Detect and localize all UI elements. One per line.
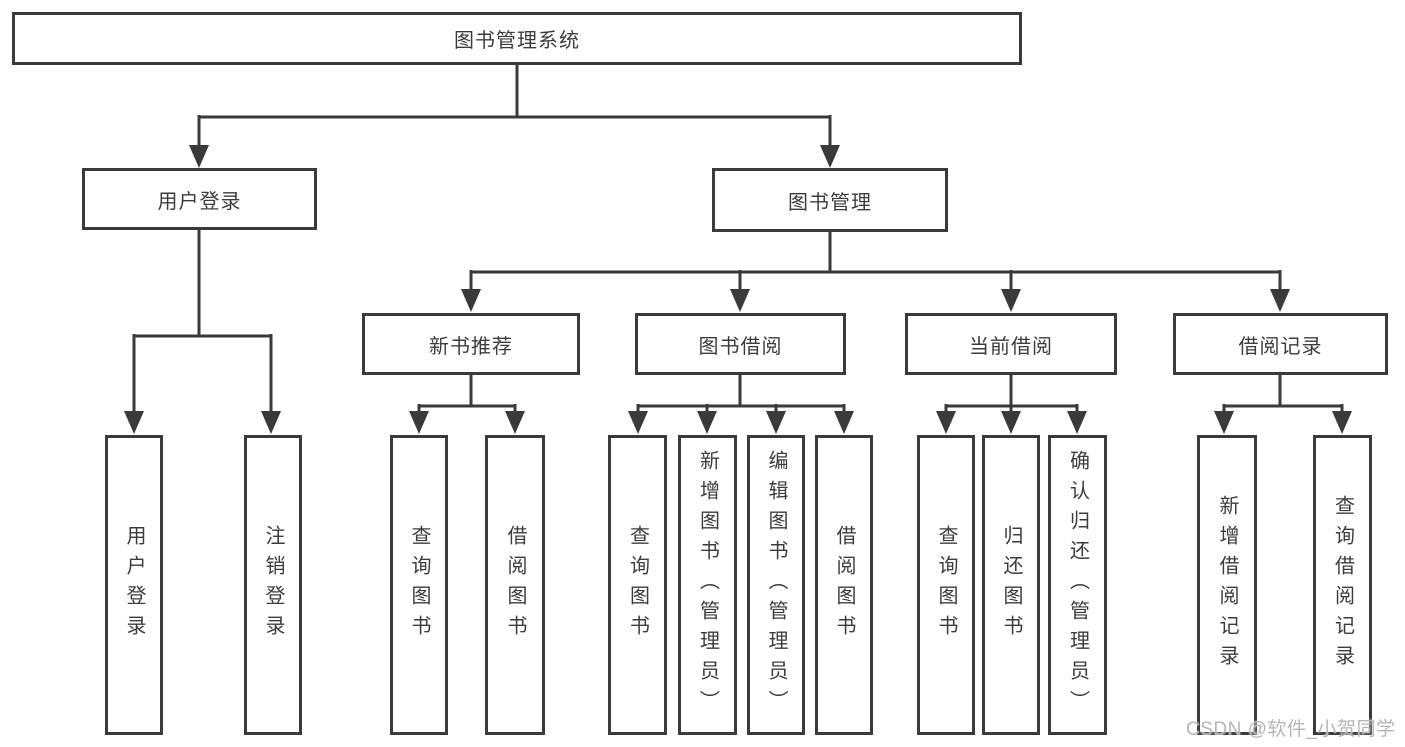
leaf-add-borrow-record: 新增借阅记录 bbox=[1197, 435, 1257, 735]
leaf-query-books-3: 查询图书 bbox=[917, 435, 975, 735]
connector-paths bbox=[132, 64, 1344, 413]
node-root: 图书管理系统 bbox=[12, 12, 1022, 65]
leaf-borrow-books-2: 借阅图书 bbox=[815, 435, 873, 735]
connector-arrowheads bbox=[124, 145, 1352, 434]
node-user-login: 用户登录 bbox=[82, 168, 317, 230]
csdn-watermark: CSDN @软件_小贺同学 bbox=[1186, 719, 1396, 740]
leaf-add-books-admin: 新增图书（管理员） bbox=[678, 435, 737, 735]
leaf-user-login: 用户登录 bbox=[105, 435, 163, 735]
leaf-edit-books-admin: 编辑图书（管理员） bbox=[747, 435, 805, 735]
node-current-borrow: 当前借阅 bbox=[905, 313, 1117, 375]
leaf-return-books: 归还图书 bbox=[982, 435, 1040, 735]
leaf-query-borrow-record: 查询借阅记录 bbox=[1313, 435, 1372, 735]
leaf-query-books-2: 查询图书 bbox=[608, 435, 667, 735]
leaf-query-books-1: 查询图书 bbox=[390, 435, 448, 735]
node-book-borrow: 图书借阅 bbox=[635, 313, 846, 375]
node-book-management: 图书管理 bbox=[712, 168, 948, 232]
leaf-confirm-return-admin: 确认归还（管理员） bbox=[1048, 435, 1107, 735]
node-borrow-records: 借阅记录 bbox=[1173, 313, 1388, 375]
leaf-borrow-books-1: 借阅图书 bbox=[485, 435, 545, 735]
node-new-book-recommend: 新书推荐 bbox=[362, 313, 580, 375]
leaf-logout: 注销登录 bbox=[244, 435, 302, 735]
